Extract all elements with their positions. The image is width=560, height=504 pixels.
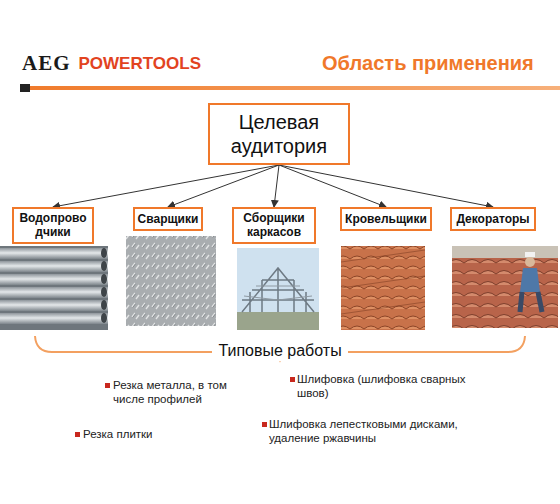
bullet — [105, 383, 110, 388]
metal-plate-photo — [126, 236, 216, 326]
slide-title: Область применения — [322, 51, 534, 76]
roofer-photo — [452, 246, 558, 328]
audience-box: Целевая аудитория — [208, 103, 350, 165]
arrow-connector — [279, 165, 493, 207]
welders-box: Сварщики — [133, 207, 203, 231]
brand-name: AEG — [22, 50, 71, 76]
header-square — [20, 84, 30, 92]
task-item: Резка плитки — [83, 427, 153, 441]
header-line — [20, 86, 560, 90]
bracket — [35, 336, 525, 360]
task-item: Резка металла, в том числе профилей — [113, 378, 241, 407]
task-item: Шлифовка лепестковыми дисками, удаление … — [269, 417, 459, 446]
roofers-box: Кровельщики — [340, 207, 432, 231]
box-text: Кровельщики — [345, 212, 427, 226]
brand-name: POWERTOOLS — [79, 53, 201, 74]
bullet — [290, 377, 295, 382]
task-item: Шлифовка (шлифовка сварных швов) — [297, 372, 479, 401]
arrow-connector — [279, 165, 386, 207]
frame-builders-box: Сборщики каркасов — [232, 207, 316, 244]
arrow-connector — [168, 165, 279, 207]
arrow-connector — [274, 165, 279, 207]
box-text: Целевая аудитория — [216, 110, 342, 158]
bullet — [262, 422, 267, 427]
pipes-photo — [0, 246, 108, 330]
box-text: Декораторы — [456, 212, 529, 226]
plumbers-box: Водопроводчики — [12, 207, 94, 244]
arrow-connector — [53, 165, 279, 207]
section-label: Типовые работы — [212, 341, 347, 361]
bullet — [75, 432, 80, 437]
box-text: Сварщики — [138, 212, 199, 226]
roof-tiles-photo — [341, 246, 425, 330]
box-text: Водопроводчики — [17, 211, 89, 240]
decorators-box: Декораторы — [450, 207, 536, 231]
frame-photo — [237, 248, 319, 330]
box-text: Сборщики каркасов — [237, 211, 311, 240]
